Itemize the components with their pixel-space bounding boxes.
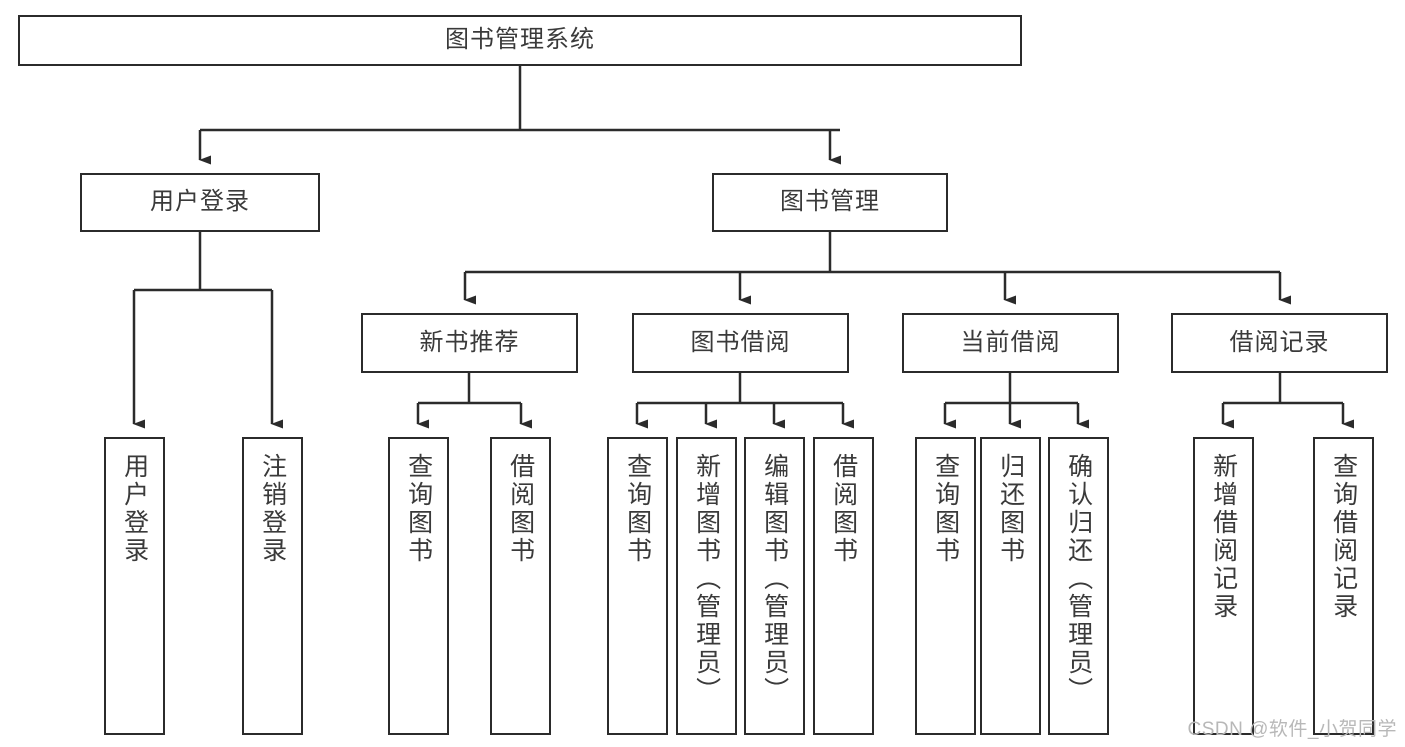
node-leaf-new-book-query-label: 查询图书 bbox=[404, 453, 433, 565]
node-leaf-book-borrow-edit-label: 编辑图书（管理员） bbox=[760, 453, 789, 705]
node-borrow-record[interactable]: 借阅记录 bbox=[1171, 313, 1388, 373]
node-leaf-borrow-record-add-label: 新增借阅记录 bbox=[1209, 453, 1238, 621]
node-user-login-label: 用户登录 bbox=[150, 188, 250, 216]
node-leaf-user-login-login[interactable]: 用户登录 bbox=[104, 437, 165, 735]
node-leaf-current-borrow-confirm[interactable]: 确认归还（管理员） bbox=[1048, 437, 1109, 735]
node-leaf-book-borrow-borrow[interactable]: 借阅图书 bbox=[813, 437, 874, 735]
node-book-management[interactable]: 图书管理 bbox=[712, 173, 948, 232]
node-leaf-borrow-record-query-label: 查询借阅记录 bbox=[1329, 453, 1358, 621]
node-leaf-current-borrow-query[interactable]: 查询图书 bbox=[915, 437, 976, 735]
node-leaf-book-borrow-query[interactable]: 查询图书 bbox=[607, 437, 668, 735]
node-new-book-recommend-label: 新书推荐 bbox=[419, 328, 520, 356]
node-leaf-current-borrow-return-label: 归还图书 bbox=[996, 453, 1025, 565]
node-leaf-borrow-record-add[interactable]: 新增借阅记录 bbox=[1193, 437, 1254, 735]
node-leaf-book-borrow-borrow-label: 借阅图书 bbox=[829, 453, 858, 565]
node-book-borrow[interactable]: 图书借阅 bbox=[632, 313, 849, 373]
node-root-system[interactable]: 图书管理系统 bbox=[18, 15, 1022, 66]
node-current-borrow-label: 当前借阅 bbox=[960, 328, 1061, 356]
node-leaf-book-borrow-query-label: 查询图书 bbox=[623, 453, 652, 565]
node-leaf-borrow-record-query[interactable]: 查询借阅记录 bbox=[1313, 437, 1374, 735]
node-book-management-label: 图书管理 bbox=[780, 188, 880, 216]
node-leaf-new-book-borrow-label: 借阅图书 bbox=[506, 453, 535, 565]
node-leaf-new-book-query[interactable]: 查询图书 bbox=[388, 437, 449, 735]
node-root-system-label: 图书管理系统 bbox=[445, 26, 595, 54]
csdn-watermark: CSDN @软件_小贺同学 bbox=[1187, 719, 1397, 740]
node-leaf-book-borrow-edit[interactable]: 编辑图书（管理员） bbox=[744, 437, 805, 735]
node-new-book-recommend[interactable]: 新书推荐 bbox=[361, 313, 578, 373]
node-leaf-user-login-logout[interactable]: 注销登录 bbox=[242, 437, 303, 735]
node-leaf-current-borrow-query-label: 查询图书 bbox=[931, 453, 960, 565]
node-user-login[interactable]: 用户登录 bbox=[80, 173, 320, 232]
node-leaf-user-login-logout-label: 注销登录 bbox=[258, 453, 287, 565]
node-current-borrow[interactable]: 当前借阅 bbox=[902, 313, 1119, 373]
node-leaf-book-borrow-add[interactable]: 新增图书（管理员） bbox=[676, 437, 737, 735]
node-book-borrow-label: 图书借阅 bbox=[690, 328, 791, 356]
node-leaf-current-borrow-return[interactable]: 归还图书 bbox=[980, 437, 1041, 735]
node-borrow-record-label: 借阅记录 bbox=[1229, 328, 1330, 356]
node-leaf-current-borrow-confirm-label: 确认归还（管理员） bbox=[1064, 453, 1093, 705]
node-leaf-user-login-login-label: 用户登录 bbox=[120, 453, 149, 565]
node-leaf-book-borrow-add-label: 新增图书（管理员） bbox=[692, 453, 721, 705]
node-leaf-new-book-borrow[interactable]: 借阅图书 bbox=[490, 437, 551, 735]
